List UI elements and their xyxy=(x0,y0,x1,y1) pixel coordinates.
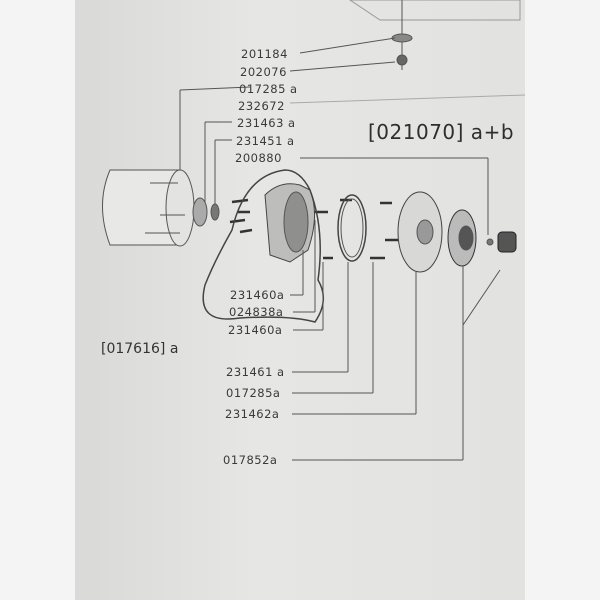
part-label: 200880 xyxy=(235,151,282,165)
nut-part xyxy=(396,54,408,66)
part-label: 017285 a xyxy=(239,82,298,96)
assembly-label-housing: [017616] a xyxy=(101,341,179,357)
part-label: 231461 a xyxy=(226,365,285,379)
part-label: 231462a xyxy=(225,407,280,421)
paper-sheet xyxy=(75,0,525,600)
assembly-label-main: [021070] a+b xyxy=(368,120,515,144)
top-plate xyxy=(349,0,521,21)
part-label: 202076 xyxy=(240,65,287,79)
part-label: 231460a xyxy=(230,288,285,302)
part-label: 017852a xyxy=(223,453,278,467)
part-label: 201184 xyxy=(241,47,288,61)
part-label: 024838a xyxy=(229,305,284,319)
part-label: 232672 xyxy=(238,99,285,113)
part-label: 017285a xyxy=(226,386,281,400)
part-label: 231451 a xyxy=(236,134,295,148)
part-label: 231460a xyxy=(228,323,283,337)
part-label: 231463 a xyxy=(237,116,296,130)
